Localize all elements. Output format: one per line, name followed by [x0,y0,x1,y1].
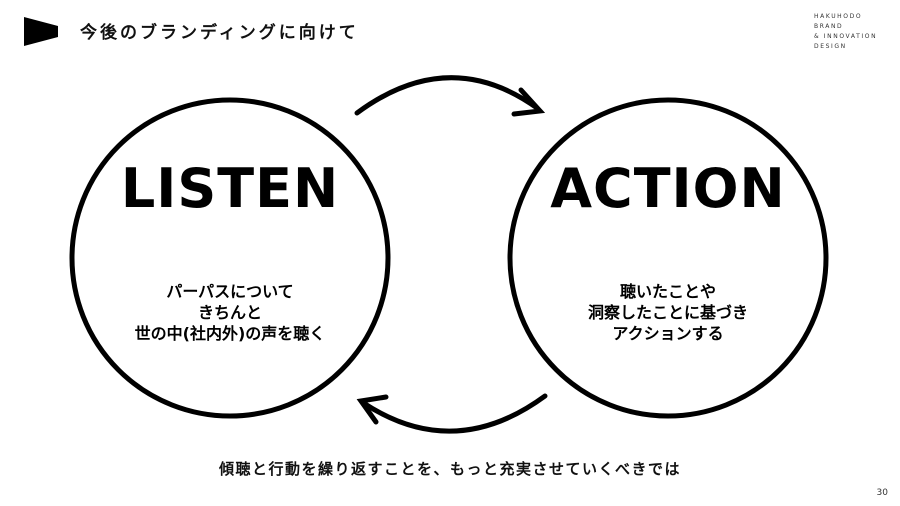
listen-line: 世の中(社内外)の声を聴く [134,324,326,343]
listen-description: パーパスについて きちんと 世の中(社内外)の声を聴く [70,281,390,344]
bottom-cycle-arrow-icon [356,393,548,434]
brand-line: HAKUHODO [814,13,863,20]
flag-shape-icon [24,17,58,46]
listen-heading: LISTEN [120,157,340,220]
action-description: 聴いたことや 洞察したことに基づき アクションする [508,281,828,344]
top-cycle-arrow-icon [354,75,546,117]
action-line: 洞察したことに基づき [587,303,748,322]
brand-line: BRAND [814,23,844,30]
bottom-caption: 傾聴と行動を繰り返すことを、もっと充実させていくべきでは [218,460,681,478]
listen-circle [69,97,391,419]
brand-line: DESIGN [814,43,847,50]
action-circle [507,97,829,419]
action-heading: ACTION [550,157,786,220]
brand-logo-text: HAKUHODO BRAND & INNOVATION DESIGN [814,12,877,52]
page-number: 30 [876,488,888,498]
listen-line: きちんと [197,303,262,322]
listen-line: パーパスについて [166,282,294,301]
action-line: アクションする [612,324,724,343]
action-line: 聴いたことや [619,282,716,301]
brand-line: & INNOVATION [814,33,878,40]
page-title: 今後のブランディングに向けて [80,23,359,43]
